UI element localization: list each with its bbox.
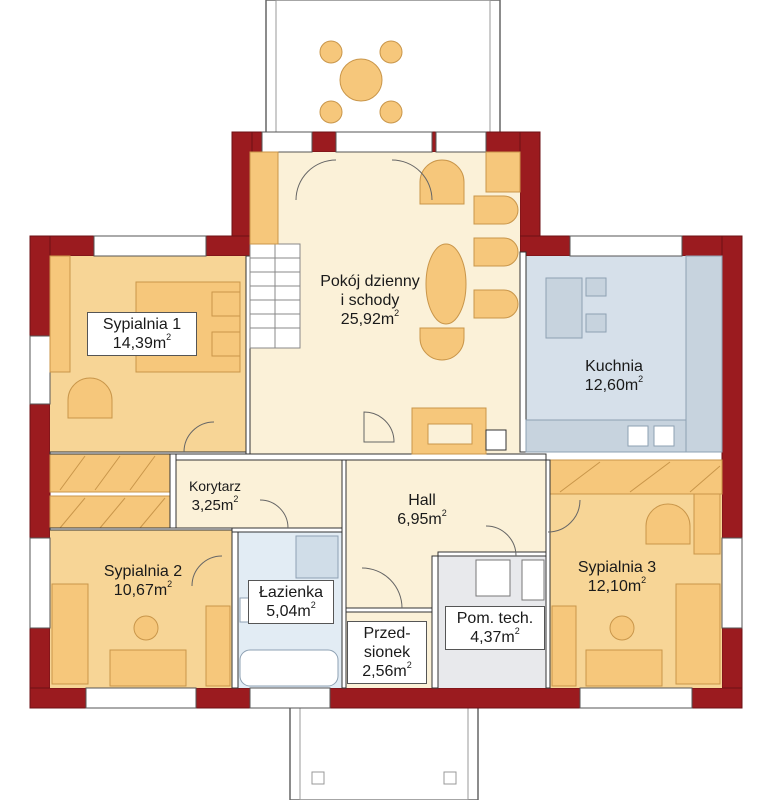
room-area: 10,67m	[113, 582, 168, 599]
area-unit-superscript: 2	[394, 308, 400, 318]
bathroom-fixtures	[239, 535, 339, 687]
area-unit-superscript: 2	[514, 626, 520, 636]
label-sypialnia-3: Sypialnia 3 12,10m2	[562, 558, 672, 596]
wardrobe-lines	[59, 455, 721, 529]
room-name: Kuchnia	[585, 358, 643, 375]
label-lazienka: Łazienka 5,04m2	[248, 580, 334, 624]
terrace-bottom	[289, 705, 479, 800]
area-unit-superscript: 2	[406, 660, 412, 670]
room-name: Hall	[408, 492, 436, 509]
label-przedsionek: Przed- sionek 2,56m2	[347, 621, 427, 684]
room-name: Sypialnia 1	[102, 316, 182, 333]
area-unit-superscript: 2	[167, 579, 173, 589]
room-area: 4,37m	[470, 629, 515, 646]
room-area: 12,60m	[584, 377, 639, 394]
kitchen-units	[525, 255, 723, 453]
stairs	[249, 243, 301, 349]
label-hall: Hall 6,95m2	[372, 491, 472, 529]
area-unit-superscript: 2	[233, 494, 239, 504]
room-name: Sypialnia 2	[103, 563, 183, 580]
room-name: Pom. tech.	[456, 610, 534, 627]
room-name: Przed-	[363, 625, 411, 642]
room-name: Sypialnia 3	[577, 559, 657, 576]
room-name: Korytarz	[188, 478, 242, 494]
label-kuchnia: Kuchnia 12,60m2	[564, 357, 664, 395]
room-area: 5,04m	[266, 603, 311, 620]
area-unit-superscript: 2	[641, 575, 647, 585]
room-area: 14,39m	[112, 335, 167, 352]
area-unit-superscript: 2	[638, 374, 644, 384]
room-name: sionek	[363, 644, 411, 661]
room-korytarz-fill	[176, 460, 342, 528]
label-pokoj-dzienny: Pokój dzienny i schody 25,92m2	[305, 272, 435, 329]
room-area: 2,56m	[362, 663, 407, 680]
label-pom-tech: Pom. tech. 4,37m2	[445, 606, 545, 650]
bedroom3-furniture	[551, 493, 721, 687]
partitions	[49, 251, 551, 689]
living-furniture	[249, 151, 521, 455]
label-sypialnia-2: Sypialnia 2 10,67m2	[88, 562, 198, 600]
terrace-table	[319, 40, 403, 124]
tech-equipment	[475, 559, 545, 601]
area-unit-superscript: 2	[441, 508, 447, 518]
room-area: 3,25m	[191, 497, 234, 514]
room-area: 25,92m	[340, 311, 395, 328]
doors	[183, 159, 581, 609]
label-korytarz: Korytarz 3,25m2	[172, 477, 258, 515]
wardrobes	[49, 453, 723, 531]
area-unit-superscript: 2	[310, 600, 316, 610]
room-area: 12,10m	[587, 578, 642, 595]
bedroom2-furniture	[51, 583, 231, 687]
label-sypialnia-1: Sypialnia 1 14,39m2	[87, 312, 197, 356]
room-name: Pokój dzienny	[320, 273, 420, 290]
room-name: i schody	[340, 292, 400, 309]
room-name: Łazienka	[258, 584, 324, 601]
room-area: 6,95m	[397, 511, 442, 528]
area-unit-superscript: 2	[166, 332, 172, 342]
windows	[29, 131, 743, 709]
